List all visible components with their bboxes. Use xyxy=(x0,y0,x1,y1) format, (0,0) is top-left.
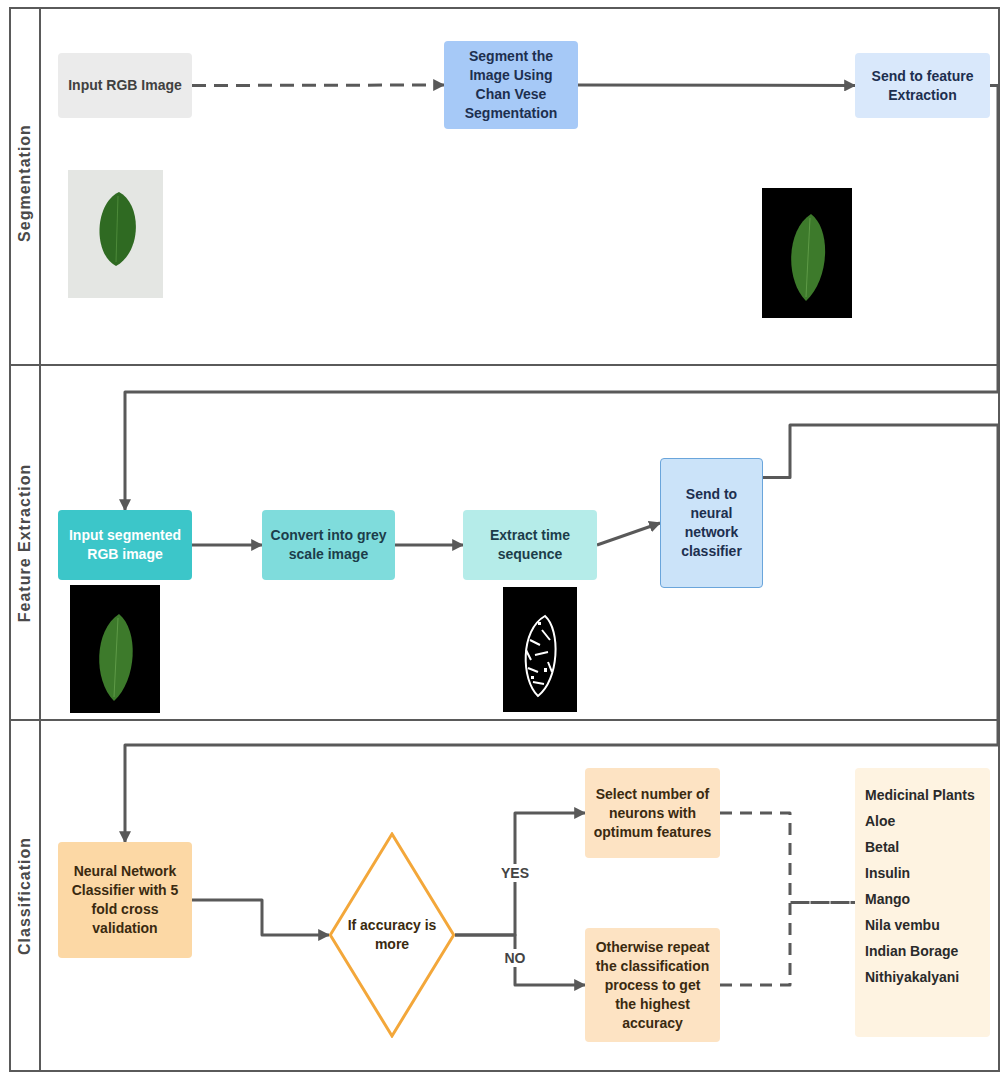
connector xyxy=(192,900,329,935)
list-item: Indian Borage xyxy=(865,938,958,964)
box-text: Segment the Image Using Chan Vese Segmen… xyxy=(452,47,570,123)
box-text: Input segmented RGB image xyxy=(66,526,184,564)
process-box: Input RGB Image xyxy=(58,53,192,118)
lane-divider xyxy=(39,8,41,1071)
list-item: Nithiyakalyani xyxy=(865,964,959,990)
connector xyxy=(192,544,262,547)
box-text: Neural Network Classifier with 5 fold cr… xyxy=(66,862,184,938)
process-box: Select number of neurons with optimum fe… xyxy=(585,768,720,858)
connector xyxy=(720,903,855,986)
process-box: Otherwise repeat the classification proc… xyxy=(585,928,720,1042)
connector xyxy=(395,544,463,547)
edge-label: YES xyxy=(498,864,532,882)
connector xyxy=(720,813,855,903)
process-box: Extract time sequence xyxy=(463,510,597,580)
connector xyxy=(597,523,660,545)
lane-title: Segmentation xyxy=(16,124,34,242)
list-item: Nila vembu xyxy=(865,912,940,938)
process-box: Input segmented RGB image xyxy=(58,510,192,580)
list-item: Aloe xyxy=(865,808,895,834)
box-text: Otherwise repeat the classification proc… xyxy=(593,938,712,1033)
box-text: Send to feature Extraction xyxy=(863,67,982,105)
leaf-photo xyxy=(68,170,163,298)
list-item: Insulin xyxy=(865,860,910,886)
lane-title: Feature Extraction xyxy=(16,463,34,621)
list-item: Betal xyxy=(865,834,899,860)
diamond-outline xyxy=(329,832,455,1038)
process-box: Send to neural network classifier xyxy=(660,458,763,588)
lane-divider xyxy=(10,364,999,366)
decision-diamond: If accuracy is more xyxy=(329,832,455,1038)
frame xyxy=(10,8,999,1071)
list-item: Mango xyxy=(865,886,910,912)
lane-divider xyxy=(10,719,999,721)
connector xyxy=(192,84,444,88)
process-box: Send to feature Extraction xyxy=(855,53,990,118)
edge-label: NO xyxy=(502,949,529,967)
connector xyxy=(578,84,855,88)
connector xyxy=(455,813,585,935)
lane-title: Classification xyxy=(16,837,34,955)
connector xyxy=(125,86,998,511)
process-box: Segment the Image Using Chan Vese Segmen… xyxy=(444,41,578,129)
swimlane-band: Segmentation Input RGB Image Segment the I… xyxy=(0,0,1001,365)
process-box: Convert into grey scale image xyxy=(262,510,395,580)
box-text: Send to neural network classifier xyxy=(669,485,754,561)
process-box: Neural Network Classifier with 5 fold cr… xyxy=(58,842,192,958)
box-text: Extract time sequence xyxy=(471,526,589,564)
connector xyxy=(455,935,585,985)
swimlane-band: Classification Neural Network Classifier … xyxy=(0,720,1001,1072)
box-text: Convert into grey scale image xyxy=(270,526,387,564)
box-text: If accuracy is more xyxy=(343,916,441,954)
time-sequence-image xyxy=(503,587,577,712)
swimlane-band: Feature Extraction Input segmented RGB im… xyxy=(0,365,1001,720)
output-list-box: Medicinal PlantsAloeBetalInsulinMangoNil… xyxy=(855,768,990,1037)
list-item: Medicinal Plants xyxy=(865,782,975,808)
segmented-leaf xyxy=(70,585,160,713)
segmented-leaf xyxy=(762,188,852,318)
box-text: Input RGB Image xyxy=(68,76,182,95)
box-text: Select number of neurons with optimum fe… xyxy=(593,785,712,842)
